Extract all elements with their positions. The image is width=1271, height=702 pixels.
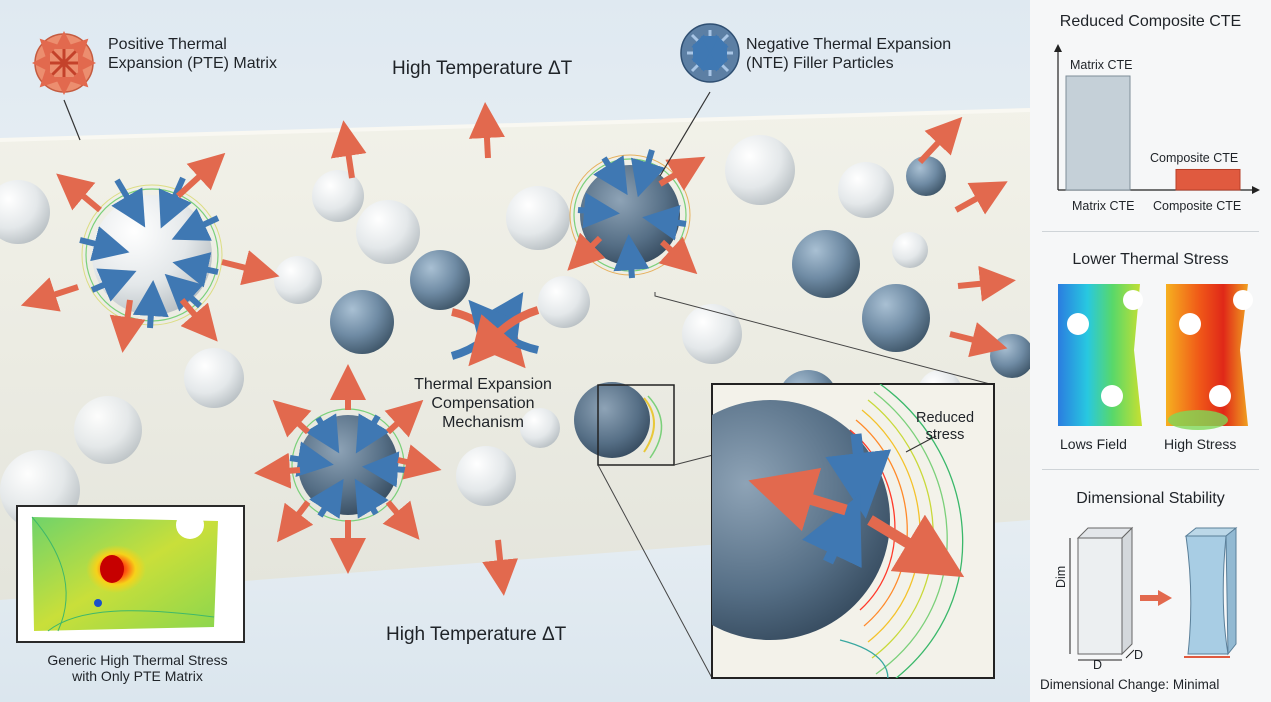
d-label-front: D xyxy=(1093,658,1103,672)
inset-caption-line-1: Generic High Thermal Stress xyxy=(47,652,228,668)
pte-stress-inset xyxy=(16,505,245,643)
nte-label-line-1: Negative Thermal Expansion xyxy=(746,36,952,53)
mechanism-line-2: Compensation xyxy=(431,394,535,412)
reduced-stress-label: Reduced stress xyxy=(900,410,990,444)
stability-panel-title: Dimensional Stability xyxy=(1076,490,1225,507)
stress-panel-title: Lower Thermal Stress xyxy=(1072,251,1229,268)
dim-label: Dim xyxy=(1054,565,1068,588)
stability-footer: Dimensional Change: Minimal xyxy=(1040,677,1220,692)
pte-stress-map xyxy=(31,511,218,632)
mechanism-label: Thermal Expansion Compensation Mechanism xyxy=(398,376,568,433)
d-label-side: D xyxy=(1134,648,1144,662)
divider-2 xyxy=(1042,469,1259,470)
stress-maps xyxy=(1058,284,1253,430)
inset-caption: Generic High Thermal Stress with Only PT… xyxy=(0,652,275,684)
cte-bar-chart xyxy=(1054,44,1260,194)
mechanism-line-1: Thermal Expansion xyxy=(414,376,552,393)
cte-panel-title: Reduced Composite CTE xyxy=(1059,13,1242,30)
high-temperature-bottom-label: High Temperature ΔT xyxy=(386,624,567,645)
stability-blocks xyxy=(1069,526,1238,661)
original-block xyxy=(1077,537,1123,655)
axis-label-composite: Composite CTE xyxy=(1153,199,1242,213)
stress-label-high: High Stress xyxy=(1164,436,1237,452)
axis-label-matrix: Matrix CTE xyxy=(1072,199,1135,213)
reduced-stress-line-2: stress xyxy=(925,427,965,444)
diagram-scene: Positive Thermal Expansion (PTE) Matrix … xyxy=(0,0,1030,702)
diagram-art xyxy=(0,23,1030,679)
pte-label-line-1: Positive Thermal xyxy=(108,36,227,53)
pte-matrix-label: Positive Thermal Expansion (PTE) Matrix xyxy=(108,36,277,74)
inset-caption-line-2: with Only PTE Matrix xyxy=(72,668,203,684)
high-temperature-top-label: High Temperature ΔT xyxy=(392,58,573,79)
nte-label-line-2: (NTE) Filler Particles xyxy=(746,54,894,72)
stress-label-low: Lows Field xyxy=(1060,436,1127,452)
cte-bar-composite xyxy=(1175,168,1241,191)
divider-1 xyxy=(1042,231,1259,232)
bar-label-matrix: Matrix CTE xyxy=(1070,58,1133,72)
cte-bar-matrix xyxy=(1065,75,1131,191)
mechanism-line-3: Mechanism xyxy=(442,413,524,431)
composite-block xyxy=(1185,535,1229,655)
sidebar: Reduced Composite CTE Matrix CTE Composi… xyxy=(1030,0,1271,702)
bar-label-composite: Composite CTE xyxy=(1150,151,1239,166)
reduced-stress-line-1: Reduced xyxy=(915,410,975,426)
nte-filler-label: Negative Thermal Expansion (NTE) Filler … xyxy=(746,36,951,74)
pte-label-line-2: Expansion (PTE) Matrix xyxy=(108,54,277,72)
